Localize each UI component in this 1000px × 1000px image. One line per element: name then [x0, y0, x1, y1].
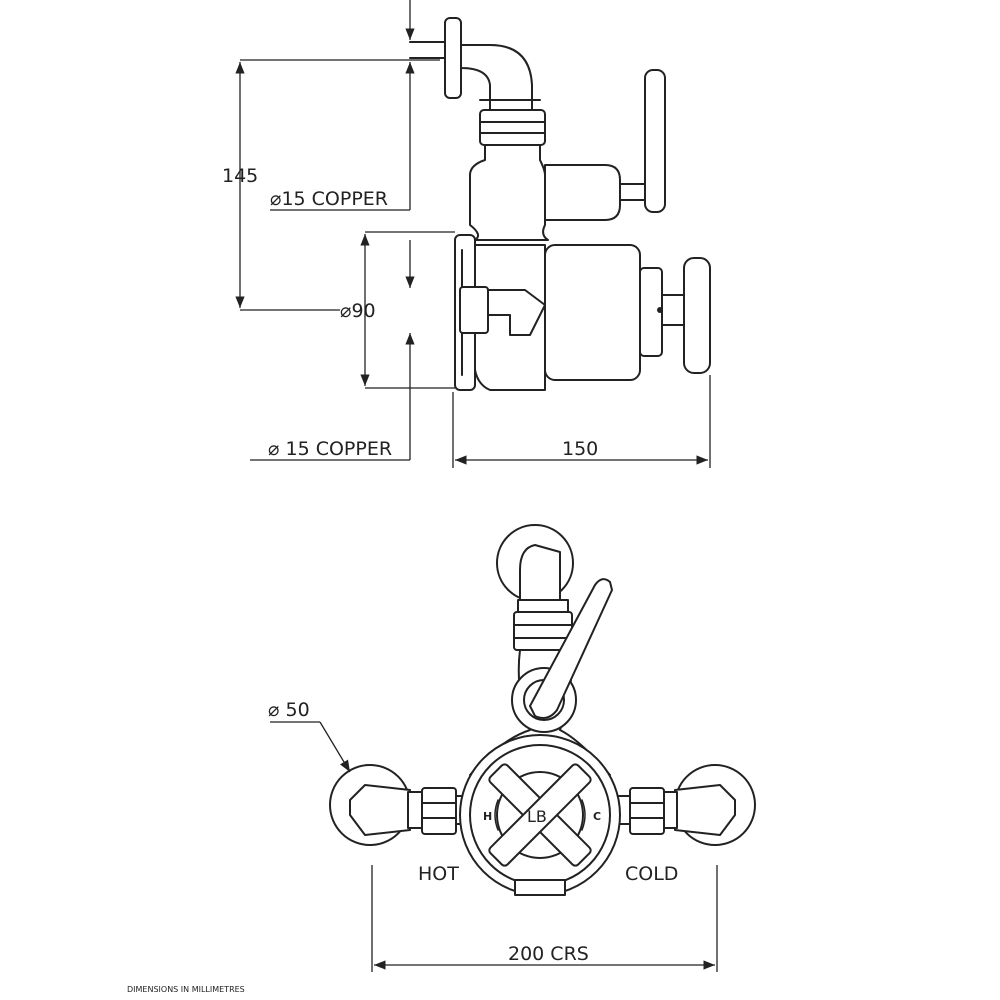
- dim-centres-label: 200 CRS: [508, 943, 589, 965]
- front-view: LB H C ⌀ 50 HOT COLD 200 CRS: [268, 524, 756, 972]
- dim-bottom-pipe-label: ⌀ 15 COPPER: [268, 438, 392, 460]
- logo-lb: LB: [527, 807, 547, 826]
- cold-label: COLD: [625, 863, 678, 885]
- cold-mark: C: [593, 810, 601, 823]
- side-view: 145 ⌀15 COPPER ⌀90 ⌀ 15 COPPER 150: [222, 0, 711, 468]
- hot-mark: H: [483, 810, 492, 823]
- footer-note: DIMENSIONS IN MILLIMETRES: [127, 985, 245, 994]
- dim-depth-label: 150: [562, 438, 598, 460]
- dim-flange-label: ⌀ 50: [268, 699, 310, 721]
- dim-height-label: 145: [222, 165, 258, 187]
- dim-top-pipe-label: ⌀15 COPPER: [270, 188, 388, 210]
- hot-label: HOT: [418, 863, 459, 885]
- dim-body-diameter-label: ⌀90: [340, 300, 376, 322]
